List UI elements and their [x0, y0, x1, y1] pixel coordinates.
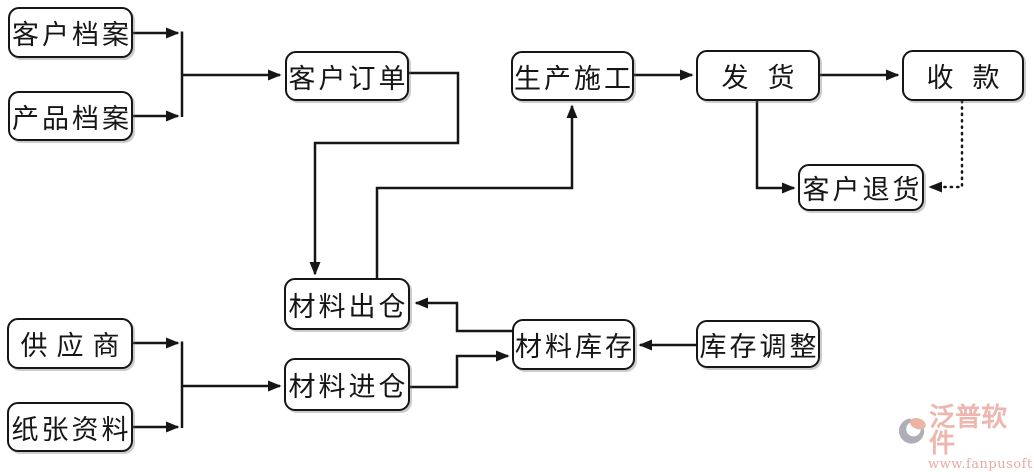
edge-shipment-to-customer-return: [755, 101, 796, 194]
node-supplier: 供应商: [7, 318, 133, 369]
node-production: 生产施工: [511, 51, 634, 101]
fanpu-watermark: 泛普软件 www.fanpusoft.com: [898, 405, 1034, 471]
edge-customer-order-to-material-out: [309, 71, 460, 276]
node-shipment: 发货: [696, 50, 820, 101]
watermark-brand-text: 泛普软件: [929, 403, 1008, 459]
node-material-stock: 材料库存: [512, 319, 635, 370]
node-product-archive: 产品档案: [8, 91, 133, 141]
edge-collection-to-customer-return-dotted: [928, 99, 964, 193]
node-material-in: 材料进仓: [284, 358, 410, 411]
edge-material-in-to-material-stock: [410, 350, 510, 389]
fanpu-logo-icon: [898, 418, 926, 444]
node-customer-archive: 客户档案: [8, 7, 133, 58]
edge-material-out-to-production: [375, 104, 578, 278]
node-stock-adjust: 库存调整: [696, 320, 820, 368]
node-customer-order: 客户订单: [285, 51, 409, 101]
node-customer-return: 客户退货: [798, 164, 924, 211]
edge-material-stock-to-material-out: [414, 297, 512, 333]
node-collection: 收款: [902, 50, 1024, 101]
watermark-url-text: www.fanpusoft.com: [928, 457, 1034, 472]
node-paper-material: 纸张资料: [7, 402, 133, 452]
flowchart-canvas: 客户档案 产品档案 客户订单 生产施工 发货 收款 客户退货 材料出仓 材料库存…: [7, 7, 1034, 471]
node-material-out: 材料出仓: [284, 278, 410, 330]
